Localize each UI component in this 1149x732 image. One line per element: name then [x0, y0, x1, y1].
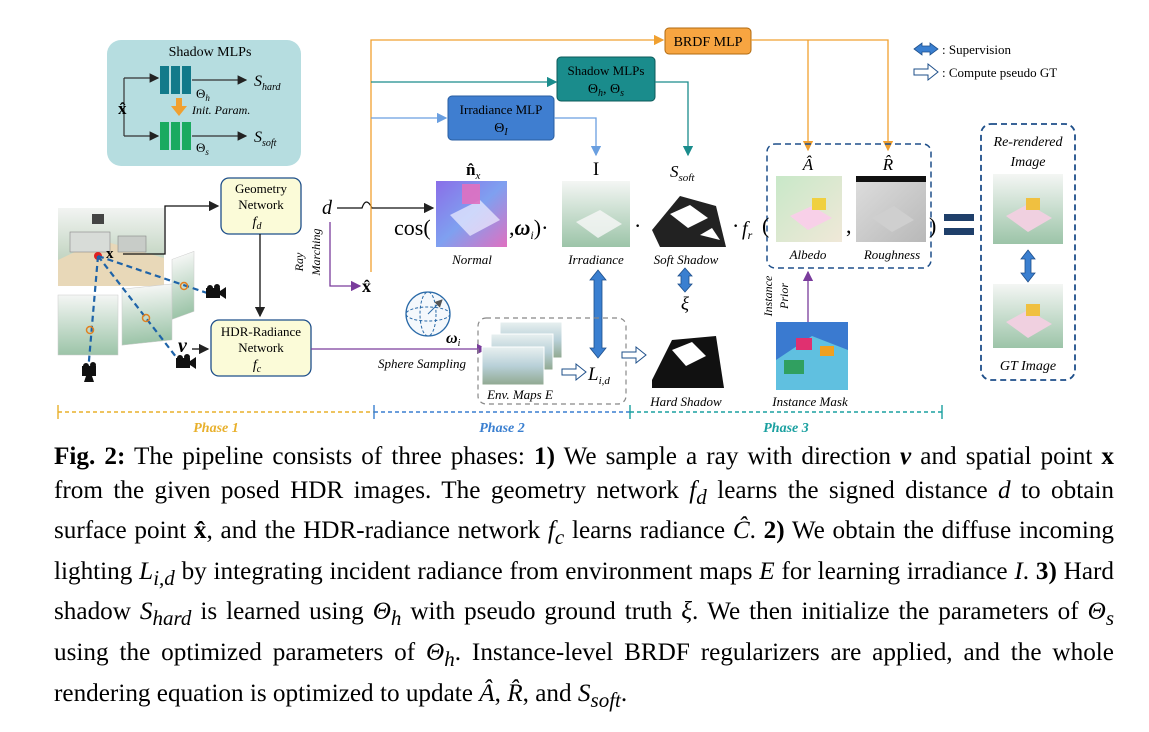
n-hat-label: n̂x — [466, 160, 480, 182]
albedo-image — [776, 176, 842, 242]
normal-caption: Normal — [451, 252, 492, 267]
shadow-mlps-node: Shadow MLPs Θh, Θs — [556, 56, 656, 102]
shadow-mlp-hard-layers — [160, 66, 191, 94]
svg-text:: Compute pseudo GT: : Compute pseudo GT — [942, 65, 1057, 80]
svg-text:BRDF MLP: BRDF MLP — [674, 35, 743, 50]
ray-marching-label-1: Ray — [292, 252, 306, 272]
svg-text:Shadow MLPs: Shadow MLPs — [568, 63, 645, 78]
env-to-L-arrow — [561, 362, 587, 382]
svg-text:HDR-Radiance: HDR-Radiance — [221, 324, 301, 339]
irradiance-supervision-arrow — [589, 269, 607, 359]
env-maps-caption: Env. Maps E — [486, 387, 553, 402]
init-param-arrow — [171, 98, 187, 116]
supervision-legend-icon — [913, 42, 939, 56]
instance-prior-label-2: Prior — [777, 283, 791, 310]
albedo-caption: Albedo — [789, 247, 827, 262]
svg-text:fc: fc — [253, 358, 262, 375]
f-r-label: fr — [742, 218, 753, 242]
f-r-paren-close: ) — [929, 213, 936, 238]
equals-sign — [944, 214, 974, 235]
v-label: v — [178, 335, 188, 357]
comma-omega: ,ωi)· — [509, 215, 548, 242]
legend: : Supervision : Compute pseudo GT — [913, 42, 1057, 82]
x-hat-label: x̂ — [362, 276, 371, 296]
d-label: d — [322, 197, 333, 219]
phase-3-label: Phase 3 — [763, 421, 809, 436]
env-maps-box — [477, 317, 627, 405]
cos-open: cos( — [394, 215, 431, 240]
instance-mask-caption: Instance Mask — [771, 394, 848, 409]
f-r-paren-open: ( — [762, 213, 769, 238]
roughness-image — [856, 176, 926, 242]
camera-icon — [176, 354, 196, 369]
L-label: Li,d — [587, 364, 610, 387]
irradiance-image — [562, 181, 630, 247]
brdf-mlp-node: BRDF MLP — [664, 27, 752, 55]
a-hat-label: Â — [802, 155, 814, 174]
svg-text:Network: Network — [238, 197, 284, 212]
phase-timeline: Phase 1 Phase 2 Phase 3 — [57, 405, 943, 436]
ray-marching-label-2: Marching — [309, 229, 323, 277]
s-soft-label: Ssoft — [670, 162, 695, 184]
instance-mask-image — [776, 322, 848, 390]
rerendered-label-1: Re-rendered — [993, 135, 1064, 150]
pseudo-gt-legend-icon — [913, 62, 939, 82]
svg-text:Θh, Θs: Θh, Θs — [588, 82, 624, 99]
rerendered-image — [993, 174, 1063, 244]
soft-shadow-image — [646, 181, 726, 247]
svg-text:Geometry: Geometry — [235, 181, 287, 196]
hard-shadow-pseudo-gt-arrow — [621, 345, 647, 365]
figure-caption: Fig. 2: The pipeline consists of three p… — [54, 443, 1115, 712]
inset-theta-s: Θs — [196, 140, 209, 157]
sphere-icon — [405, 291, 451, 337]
gt-image-label: GT Image — [1000, 359, 1056, 374]
phase-2-label: Phase 2 — [479, 421, 525, 436]
sphere-omega-label: ωi — [446, 330, 461, 349]
shadow-mlp-soft-layers — [160, 122, 191, 150]
scene-x-label: x — [106, 246, 114, 262]
dot-1: · — [634, 213, 641, 238]
pipeline-diagram: Shadow MLPs x̂ Θh Θs Shard Ssoft Init. P… — [57, 27, 1076, 436]
geometry-network-node: Geometry Network fd — [220, 177, 302, 235]
hdr-radiance-network-node: HDR-Radiance Network fc — [210, 319, 312, 377]
svg-text:ΘI: ΘI — [494, 121, 508, 138]
albedo-brdf-comma: , — [846, 213, 852, 238]
phase-1-label: Phase 1 — [193, 421, 239, 436]
soft-shadow-caption: Soft Shadow — [654, 252, 719, 267]
instance-prior-label-1: Instance — [761, 275, 775, 317]
rerendered-gt-supervision — [1020, 249, 1036, 283]
inset-init-param: Init. Param. — [191, 103, 250, 117]
shadow-mlps-inset: Shadow MLPs x̂ Θh Θs Shard Ssoft Init. P… — [107, 40, 301, 166]
camera-icon — [82, 362, 96, 382]
irradiance-mlp-node: Irradiance MLP ΘI — [447, 95, 555, 141]
normal-image — [436, 181, 507, 247]
xi-label: ξ — [681, 294, 690, 315]
svg-text:fd: fd — [253, 215, 263, 232]
inset-x-hat: x̂ — [118, 99, 127, 118]
inset-title: Shadow MLPs — [169, 45, 252, 60]
irradiance-I-label: I — [593, 159, 599, 180]
inset-s-soft: Ssoft — [254, 129, 277, 149]
svg-text:Network: Network — [238, 340, 284, 355]
gt-image — [993, 284, 1063, 348]
inset-s-hard: Shard — [254, 73, 282, 93]
env-maps-stack — [481, 321, 563, 386]
rerendered-label-2: Image — [1010, 155, 1046, 170]
svg-text:Irradiance MLP: Irradiance MLP — [460, 102, 543, 117]
posed-hdr-scene: x v — [57, 208, 226, 382]
xi-supervision-arrow — [677, 267, 693, 293]
sphere-sampling-label: Sphere Sampling — [378, 356, 466, 371]
r-hat-label: R̂ — [882, 155, 894, 174]
hard-shadow-image — [648, 322, 724, 388]
inset-theta-h: Θh — [196, 86, 210, 103]
svg-text:: Supervision: : Supervision — [942, 42, 1011, 57]
dot-2: · — [732, 213, 739, 238]
irradiance-caption: Irradiance — [567, 252, 624, 267]
camera-icon — [206, 284, 226, 299]
roughness-caption: Roughness — [863, 247, 920, 262]
hard-shadow-caption: Hard Shadow — [649, 394, 722, 409]
brdf-group-box — [766, 143, 932, 269]
